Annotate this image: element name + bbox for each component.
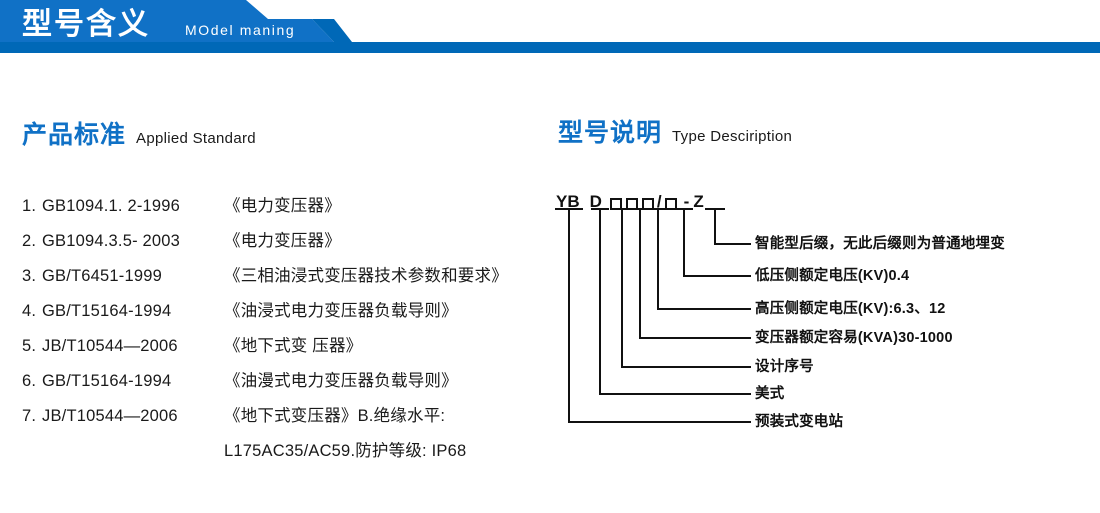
list-item-code: GB/T6451-1999 [42, 267, 163, 285]
list-item-code: GB1094.3.5- 2003 [42, 232, 181, 250]
legend-item-american-type: 美式 [755, 386, 785, 402]
list-item-index: 5. [22, 337, 37, 355]
code-segment-z: Z [693, 192, 704, 211]
page-header-banner: 型号含义 MOdel maning [0, 0, 1100, 56]
list-item-code: GB/T15164-1994 [42, 302, 172, 320]
list-item-name: 《油浸式电力变压器负载导则》 [224, 302, 458, 320]
list-item-continuation: L175AC35/AC59.防护等级: IP68 [22, 437, 542, 472]
banner-subtitle: MOdel maning [185, 22, 296, 38]
list-item-code: GB1094.1. 2-1996 [42, 197, 181, 215]
code-separator-slash: / [656, 192, 662, 211]
list-item: 1. GB1094.1. 2-1996 《电力变压器》 [22, 192, 542, 227]
legend-item-suffix: 智能型后缀，无此后缀则为普通地埋变 [755, 236, 1005, 252]
list-item-index: 4. [22, 302, 37, 320]
section-title-cn-type-description: 型号说明 [558, 119, 663, 147]
list-item-index: 7. [22, 407, 37, 425]
list-item: 3. GB/T6451-1999 《三相油浸式变压器技术参数和要求》 [22, 262, 542, 297]
list-item-name: 《地下式变 压器》 [224, 337, 363, 355]
banner-title: 型号含义 [22, 8, 150, 41]
section-title-en-applied-standard: Applied Standard [136, 130, 256, 147]
legend-item-lv-voltage: 低压侧额定电压(KV)0.4 [755, 268, 910, 284]
list-item-code: JB/T10544—2006 [42, 407, 178, 425]
code-box-lv [664, 198, 677, 210]
list-item-name: 《电力变压器》 [224, 197, 341, 215]
section-title-en-type-description: Type Desciription [672, 128, 793, 145]
type-code-diagram: YB D / - Z [548, 186, 1096, 436]
legend-item-rated-capacity: 变压器额定容易(KVA)30-1000 [755, 330, 953, 346]
legend-item-design-serial: 设计序号 [755, 359, 814, 375]
legend-item-prefab-substation: 预装式变电站 [755, 414, 844, 430]
list-item-index: 1. [22, 197, 37, 215]
standards-list: 1. GB1094.1. 2-1996 《电力变压器》 2. GB1094.3.… [22, 192, 542, 472]
list-item: 4. GB/T15164-1994 《油浸式电力变压器负载导则》 [22, 297, 542, 332]
list-item-code: JB/T10544—2006 [42, 337, 178, 355]
code-segment-d: D [589, 192, 602, 211]
list-item-index: 3. [22, 267, 37, 285]
list-item: 2. GB1094.3.5- 2003 《电力变压器》 [22, 227, 542, 262]
list-item-name: 《油漫式电力变压器负载导则》 [224, 372, 458, 390]
list-item-index: 2. [22, 232, 37, 250]
type-code-string: YB D / - Z [556, 186, 704, 212]
list-item-continuation-text: L175AC35/AC59.防护等级: IP68 [224, 442, 467, 460]
code-segment-yb: YB [556, 192, 580, 211]
list-item-code: GB/T15164-1994 [42, 372, 172, 390]
legend-item-hv-voltage: 高压侧额定电压(KV):6.3、12 [755, 301, 946, 317]
list-item-name: 《三相油浸式变压器技术参数和要求》 [224, 267, 508, 285]
list-item: 7. JB/T10544—2006 《地下式变压器》B.绝缘水平: [22, 402, 542, 437]
list-item-index: 6. [22, 372, 37, 390]
list-item: 6. GB/T15164-1994 《油漫式电力变压器负载导则》 [22, 367, 542, 402]
leader-lines [555, 208, 751, 423]
code-separator-dash: - [683, 192, 690, 211]
list-item: 5. JB/T10544—2006 《地下式变 压器》 [22, 332, 542, 367]
section-heading-type-description: 型号说明 Type Desciription [558, 113, 792, 149]
section-title-cn-applied-standard: 产品标准 [22, 121, 127, 149]
list-item-name: 《电力变压器》 [224, 232, 341, 250]
section-heading-applied-standard: 产品标准 Applied Standard [22, 115, 256, 151]
list-item-name: 《地下式变压器》B.绝缘水平: [224, 407, 446, 425]
banner-shape [0, 0, 1100, 53]
